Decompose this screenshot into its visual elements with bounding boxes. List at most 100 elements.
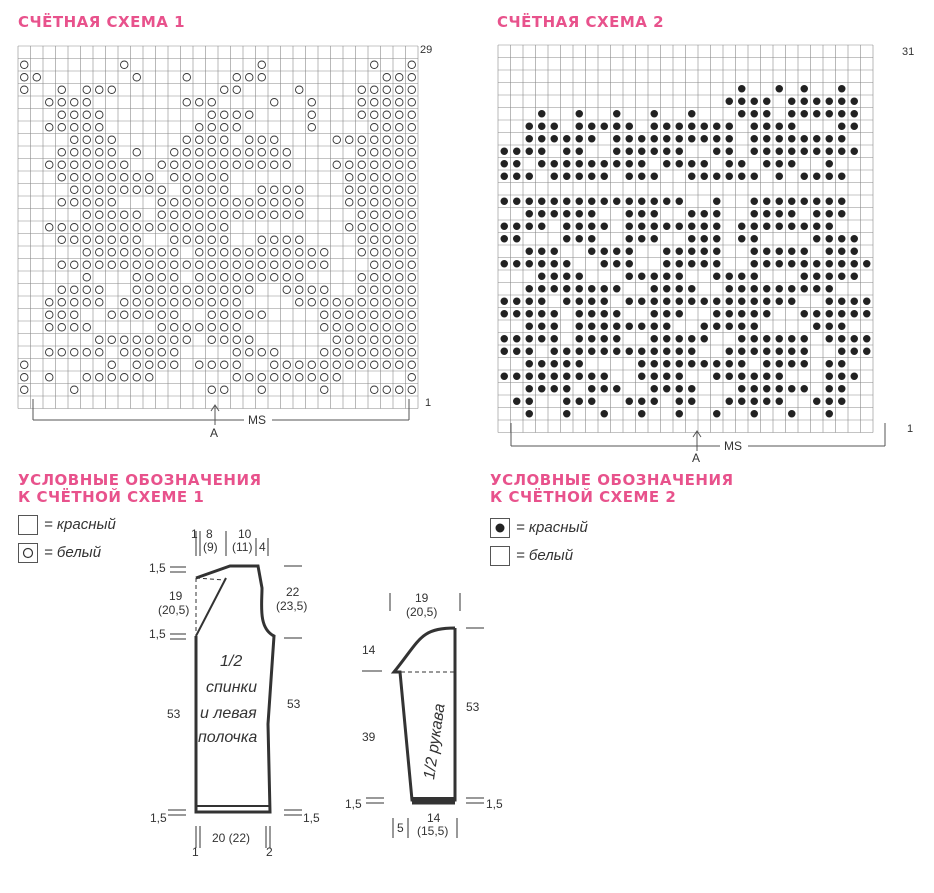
body-label-line2: спинки (206, 679, 257, 696)
chart1-stitch-symbol (82, 235, 91, 244)
chart2-stitch-symbol (538, 222, 546, 230)
chart1-stitch-symbol (82, 285, 91, 294)
chart2-stitch-symbol (563, 360, 571, 368)
chart1-stitch-symbol (345, 223, 354, 232)
chart2-stitch-symbol (763, 335, 771, 343)
chart1-stitch-symbol (70, 160, 79, 169)
chart1-stitch-symbol (370, 160, 379, 169)
chart2-stitch-symbol (775, 172, 783, 180)
chart1-stitch-symbol (382, 198, 391, 207)
chart2-stitch-symbol (675, 410, 683, 418)
chart1-stitch-symbol (245, 285, 254, 294)
chart2-stitch-symbol (800, 147, 808, 155)
chart1-stitch-symbol (207, 185, 216, 194)
chart1-stitch-symbol (370, 185, 379, 194)
chart1-stitch-symbol (232, 360, 241, 369)
chart2-stitch-symbol (775, 147, 783, 155)
chart1-stitch-symbol (357, 323, 366, 332)
chart1-stitch-symbol (57, 123, 66, 132)
chart1-stitch-symbol (207, 273, 216, 282)
chart2-stitch-symbol (600, 410, 608, 418)
chart1-stitch-symbol (95, 85, 104, 94)
chart2-stitch-symbol (638, 235, 646, 243)
chart1-stitch-symbol (132, 248, 141, 257)
chart2-stitch-symbol (775, 135, 783, 143)
chart1-stitch-symbol (395, 335, 404, 344)
chart1-stitch-symbol (170, 273, 179, 282)
chart1-stitch-symbol (357, 110, 366, 119)
chart1-stitch-symbol (220, 85, 229, 94)
chart2-stitch-symbol (838, 110, 846, 118)
chart2-stitch-symbol (500, 335, 508, 343)
legend1-item-red: = красный (18, 515, 116, 535)
chart1-stitch-symbol (220, 385, 229, 394)
chart2-stitch-symbol (600, 260, 608, 268)
chart2-stitch-symbol (650, 397, 658, 405)
chart2-stitch-symbol (525, 260, 533, 268)
chart1-stitch-symbol (232, 310, 241, 319)
chart1-stitch-symbol (257, 260, 266, 269)
chart1-stitch-symbol (57, 310, 66, 319)
chart2-stitch-symbol (800, 260, 808, 268)
chart1-stitch-symbol (70, 148, 79, 157)
chart1-stitch-symbol (407, 260, 416, 269)
chart2-stitch-symbol (863, 335, 871, 343)
chart1-stitch-symbol (20, 85, 29, 94)
chart2-stitch-symbol (663, 310, 671, 318)
chart1-stitch-symbol (357, 85, 366, 94)
chart2-stitch-symbol (700, 122, 708, 130)
chart1-stitch-symbol (45, 223, 54, 232)
chart2-stitch-symbol (513, 235, 521, 243)
chart2-stitch-symbol (775, 197, 783, 205)
chart1-stitch-symbol (107, 148, 116, 157)
chart1-stitch-symbol (270, 148, 279, 157)
chart2-stitch-symbol (650, 122, 658, 130)
body-dim-top-9: (9) (203, 540, 218, 554)
chart2-stitch-symbol (738, 272, 746, 280)
chart1-stitch-symbol (407, 173, 416, 182)
chart2-stitch-symbol (775, 335, 783, 343)
chart2-stitch-symbol (513, 397, 521, 405)
chart2-stitch-symbol (775, 372, 783, 380)
chart1-stitch-symbol (320, 248, 329, 257)
chart2-stitch-symbol (563, 285, 571, 293)
chart1-stitch-symbol (57, 110, 66, 119)
chart2-stitch-symbol (800, 247, 808, 255)
chart1-stitch-symbol (132, 348, 141, 357)
chart2-stitch-symbol (538, 322, 546, 330)
chart1-stitch-symbol (370, 60, 379, 69)
chart1-stitch-symbol (357, 248, 366, 257)
chart1-stitch-symbol (70, 260, 79, 269)
chart1-stitch-symbol (232, 335, 241, 344)
chart1-stitch-symbol (395, 273, 404, 282)
chart1-stitch-symbol (220, 260, 229, 269)
chart2-stitch-symbol (725, 135, 733, 143)
chart2-stitch-symbol (800, 172, 808, 180)
chart1-stitch-symbol (370, 248, 379, 257)
chart2-stitch-symbol (625, 135, 633, 143)
chart1-stitch-symbol (257, 135, 266, 144)
chart1-stitch-symbol (195, 260, 204, 269)
chart2-stitch-symbol (725, 122, 733, 130)
chart1-stitch-symbol (370, 223, 379, 232)
chart2-stitch-symbol (563, 222, 571, 230)
chart2-stitch-symbol (538, 385, 546, 393)
chart1-stitch-symbol (45, 310, 54, 319)
chart2-stitch-symbol (563, 397, 571, 405)
chart1-stitch-symbol (295, 373, 304, 382)
chart1-stitch-symbol (107, 310, 116, 319)
chart1-stitch-symbol (82, 210, 91, 219)
chart1-stitch-symbol (282, 148, 291, 157)
chart1-stitch-symbol (320, 260, 329, 269)
chart1-stitch-symbol (382, 185, 391, 194)
chart2-stitch-symbol (625, 260, 633, 268)
chart1-stitch-symbol (382, 310, 391, 319)
chart1-stitch-symbol (245, 273, 254, 282)
chart2-stitch-symbol (775, 85, 783, 93)
chart1-stitch-symbol (395, 135, 404, 144)
chart1-stitch-symbol (307, 123, 316, 132)
chart1-stitch-symbol (182, 135, 191, 144)
chart2-stitch-symbol (763, 110, 771, 118)
chart2-stitch-symbol (725, 347, 733, 355)
